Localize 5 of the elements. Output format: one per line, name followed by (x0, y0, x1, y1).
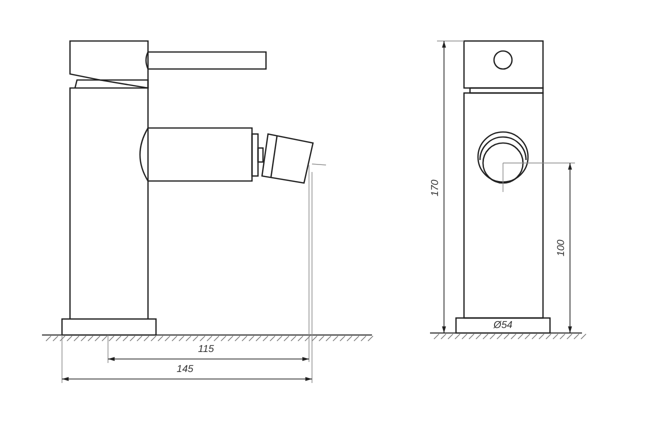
dimension-label: 170 (431, 180, 441, 196)
dimension-label: 115 (198, 345, 214, 355)
dimension-label: 145 (176, 365, 194, 375)
dimension-label: 100 (557, 240, 567, 256)
dimension-label: Ø54 (494, 321, 512, 331)
